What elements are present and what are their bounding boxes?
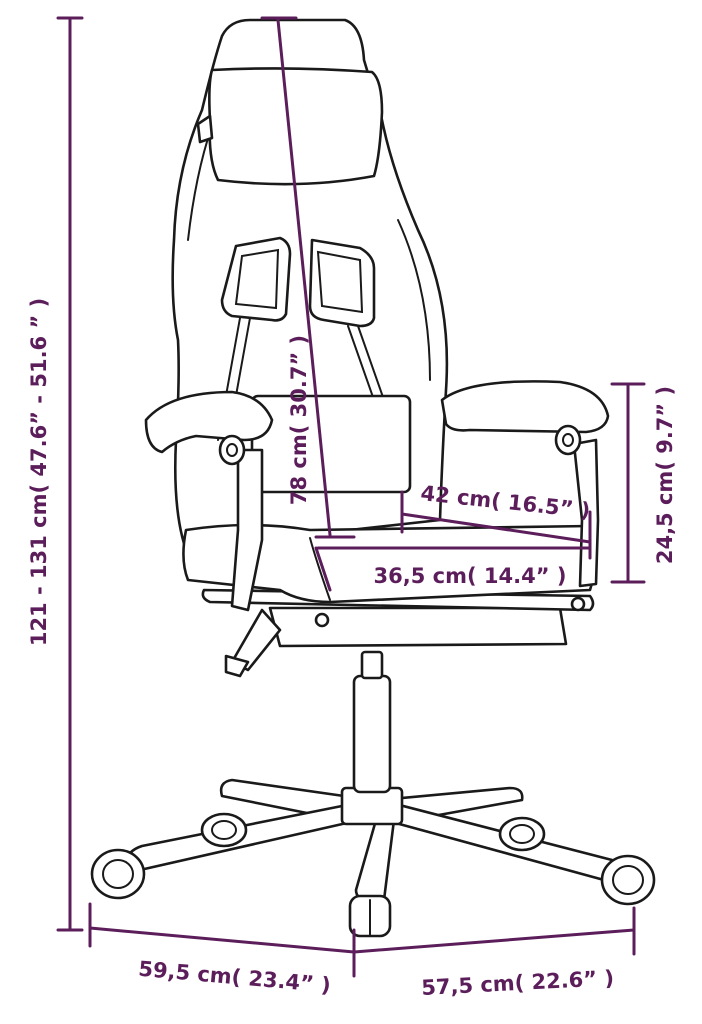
chair-drawing <box>90 18 656 938</box>
base-width-label: 57,5 cm( 22.6” ) <box>421 966 615 1000</box>
gas-cylinder <box>352 650 392 794</box>
seat-width-tick-left <box>314 546 332 592</box>
chair-casters <box>90 812 656 938</box>
base-width-line <box>352 928 636 954</box>
backrest-height-line <box>276 18 332 537</box>
backrest-height-label: 78 cm( 30.7” ) <box>287 335 311 505</box>
dimension-lines <box>56 16 646 978</box>
tilt-lever <box>224 608 282 678</box>
base-depth-line <box>88 926 356 954</box>
total-height-label: 121 - 131 cm( 47.6” - 51.6 ” ) <box>27 298 51 646</box>
chair-base <box>126 778 622 902</box>
seat-width-label: 36,5 cm( 14.4” ) <box>374 564 567 588</box>
right-armrest <box>440 380 610 588</box>
left-armrest <box>144 390 274 612</box>
armrest-height-label: 24,5 cm( 9.7” ) <box>653 386 677 564</box>
seat-depth-label: 42 cm( 16.5” ) <box>419 481 591 523</box>
seat-depth-line <box>400 512 592 544</box>
base-depth-label: 59,5 cm( 23.4” ) <box>137 957 331 998</box>
